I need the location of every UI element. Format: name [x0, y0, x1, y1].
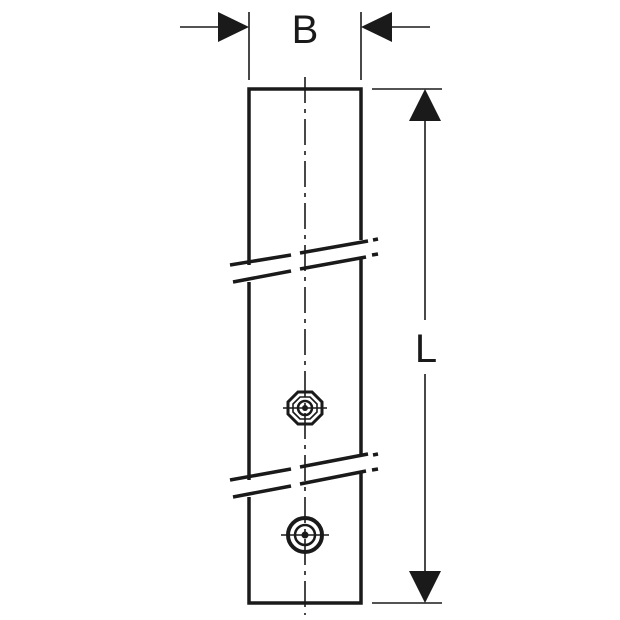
- profile-middle-segment: [247, 257, 363, 480]
- upper-break-line-top: [299, 239, 369, 255]
- length-arrow-top: [409, 89, 441, 121]
- lower-break-line-top: [229, 467, 292, 482]
- lower-break-line-top: [299, 452, 369, 469]
- lower-break-line-bottom: [299, 469, 367, 486]
- lower-hole-inner: [293, 523, 317, 547]
- width-dimension: B: [180, 8, 430, 80]
- lower-break-tick: [371, 467, 379, 472]
- width-arrow-right: [361, 12, 392, 42]
- upper-break-line-top: [229, 253, 292, 267]
- length-label: L: [415, 327, 437, 371]
- upper-break-lines: [229, 237, 379, 284]
- upper-hole-octagon-inner: [292, 396, 318, 420]
- upper-hole-center: [302, 405, 308, 411]
- lower-break-tick: [372, 452, 379, 457]
- length-arrow-bottom: [409, 571, 441, 603]
- upper-break-line-bottom: [299, 255, 367, 271]
- upper-break-tick: [371, 252, 379, 257]
- upper-hole: [283, 390, 327, 426]
- upper-break-tick: [372, 237, 379, 242]
- lower-hole-outer: [286, 516, 324, 554]
- lower-break-line-bottom: [232, 484, 292, 499]
- upper-hole-octagon-outer: [286, 390, 324, 426]
- width-arrow-left: [218, 12, 249, 42]
- length-dimension: L: [372, 88, 442, 604]
- lower-hole: [281, 516, 329, 554]
- lower-break-lines: [229, 452, 379, 499]
- lower-hole-center: [301, 531, 309, 539]
- upper-break-line-bottom: [232, 269, 292, 284]
- width-label: B: [292, 8, 319, 52]
- upper-hole-ring: [296, 399, 314, 417]
